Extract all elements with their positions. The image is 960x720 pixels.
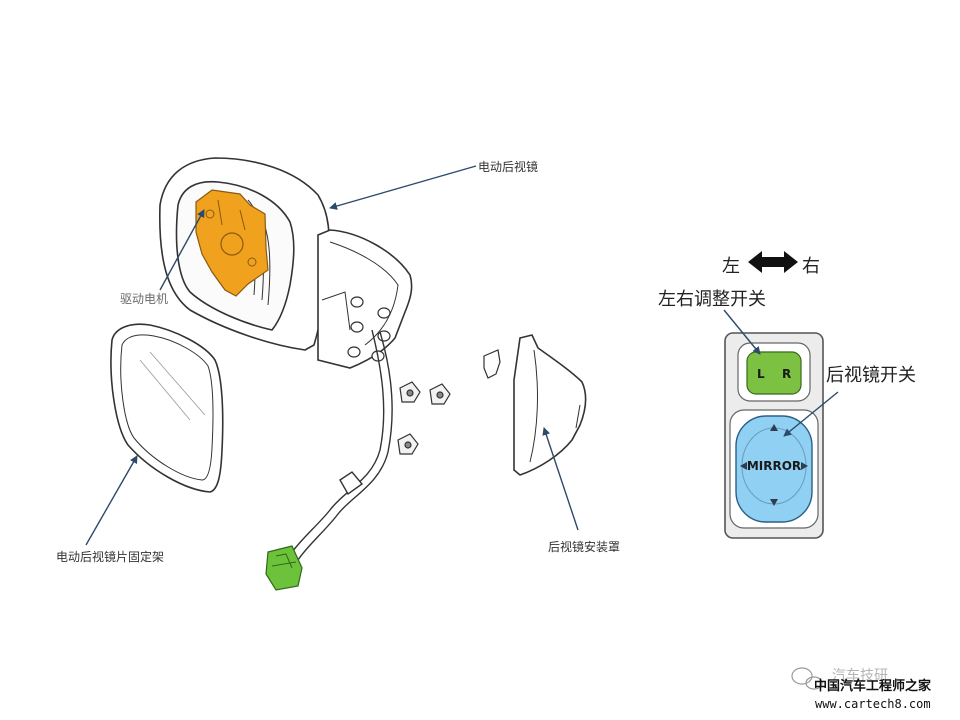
- mirror-cover: [513, 334, 587, 476]
- lr-selector-switch[interactable]: L R: [737, 342, 811, 402]
- arrow-right-icon: [801, 462, 808, 470]
- label-lr-switch: 左右调整开关: [658, 289, 766, 310]
- mirror-direction-switch[interactable]: MIRROR: [729, 409, 819, 529]
- label-power-mirror: 电动后视镜: [478, 159, 538, 174]
- leader-mirror-switch: [783, 391, 839, 437]
- leader-lines: [85, 165, 579, 546]
- left-right-arrow-icon: [748, 251, 798, 273]
- watermark-cn-2: 中国汽车工程师之家: [814, 678, 932, 694]
- clip: [483, 349, 501, 379]
- nuts: [397, 381, 451, 455]
- drive-motor: [195, 189, 269, 297]
- label-mirror-switch: 后视镜开关: [826, 365, 916, 386]
- switch-legend: 左 右 左右调整开关 后视镜开关: [658, 251, 916, 386]
- wechat-icon: [791, 667, 823, 690]
- arrow-up-icon: [770, 424, 778, 431]
- lr-key-r: R: [782, 367, 791, 381]
- arrow-left-icon: [740, 462, 747, 470]
- mirror-glass-holder: [110, 323, 224, 493]
- label-left: 左: [722, 256, 740, 277]
- mirror-switch-text: MIRROR: [747, 459, 801, 473]
- watermark-cn-1: 汽车技研: [832, 667, 888, 684]
- label-right: 右: [802, 256, 820, 277]
- wiring-harness: [289, 329, 393, 561]
- watermark: 汽车技研 中国汽车工程师之家 www.cartech8.com: [791, 667, 932, 711]
- arrow-down-icon: [770, 499, 778, 506]
- lr-key-l: L: [757, 367, 765, 381]
- label-mirror-cover: 后视镜安装罩: [548, 539, 620, 554]
- leader-lr-switch: [723, 309, 761, 355]
- label-mirror-glass-holder: 电动后视镜片固定架: [56, 549, 164, 564]
- connector: [265, 545, 303, 591]
- label-drive-motor: 驱动电机: [120, 292, 168, 306]
- watermark-url: www.cartech8.com: [815, 697, 931, 711]
- switch-panel: L R MIRROR: [723, 309, 839, 539]
- base-bolts: [347, 296, 391, 362]
